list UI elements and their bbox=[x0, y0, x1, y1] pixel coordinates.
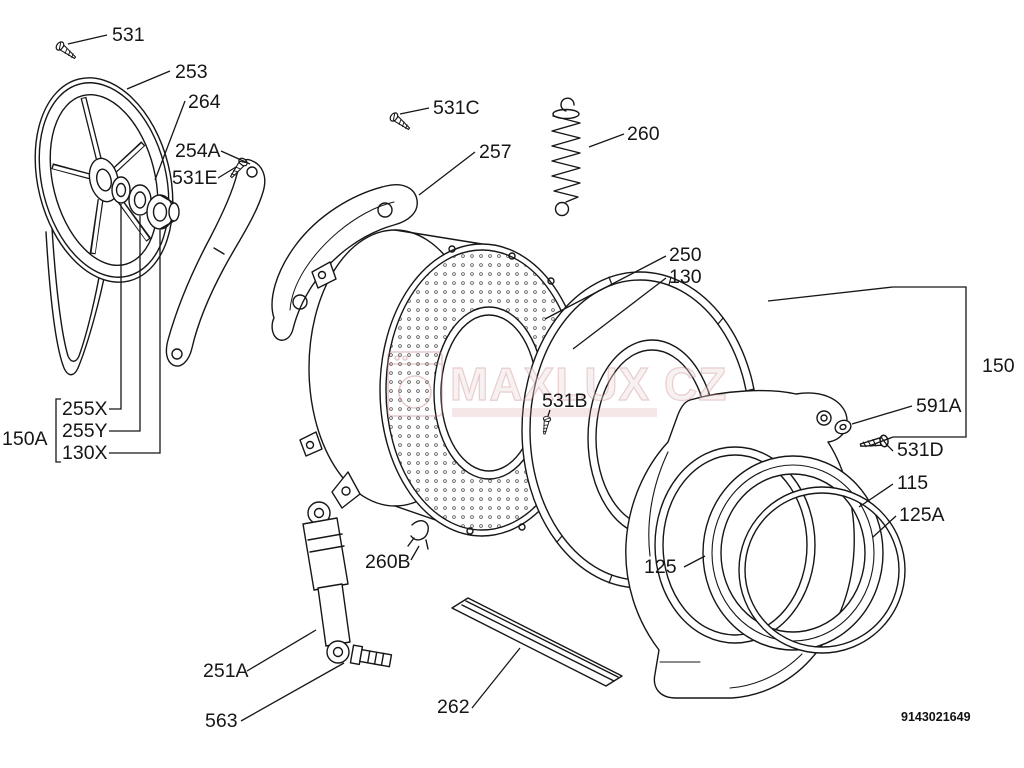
spring-260-drawing bbox=[551, 97, 581, 217]
part-label-257: 257 bbox=[479, 141, 512, 163]
part-label-531b: 531B bbox=[542, 390, 588, 412]
part-label-250: 250 bbox=[669, 244, 702, 266]
part-label-531d: 531D bbox=[897, 439, 944, 461]
rail-262-drawing bbox=[451, 597, 623, 687]
part-label-254a: 254A bbox=[175, 140, 221, 162]
belt-drawing bbox=[45, 227, 107, 376]
part-label-260: 260 bbox=[627, 123, 660, 145]
pulley-253-drawing bbox=[34, 77, 174, 283]
washer-591a-drawing bbox=[834, 419, 852, 435]
part-label-260b: 260B bbox=[365, 551, 411, 573]
part-label-253: 253 bbox=[175, 61, 208, 83]
part-label-150: 150 bbox=[982, 355, 1015, 377]
bolt-563-drawing bbox=[349, 644, 393, 668]
watermark: MAXLUX CZ bbox=[387, 351, 727, 417]
tub-rear-drawing bbox=[299, 229, 585, 537]
part-label-255x: 255X bbox=[62, 398, 108, 420]
part-label-531e: 531E bbox=[172, 167, 218, 189]
document-number: 9143021649 bbox=[901, 710, 971, 724]
bracket-150-line bbox=[767, 286, 967, 447]
leader-lines bbox=[55, 34, 967, 722]
bracket-254a-drawing bbox=[165, 158, 266, 367]
screw-531-icon bbox=[53, 39, 79, 63]
part-label-251a: 251A bbox=[203, 660, 249, 682]
shock-absorber-251a-drawing bbox=[302, 501, 351, 664]
part-label-255y: 255Y bbox=[62, 420, 108, 442]
watermark-subline bbox=[452, 408, 657, 417]
part-label-150a: 150A bbox=[2, 428, 48, 450]
part-label-125: 125 bbox=[644, 556, 677, 578]
drum-250-drawing bbox=[379, 243, 585, 537]
part-label-264: 264 bbox=[188, 91, 221, 113]
part-label-115: 115 bbox=[897, 472, 928, 494]
watermark-text: MAXLUX CZ bbox=[450, 358, 727, 410]
part-label-130: 130 bbox=[669, 266, 702, 288]
part-labels: 531 253 264 254A 531E 531C 257 260 250 1… bbox=[2, 24, 1015, 732]
drum-rim-bolts bbox=[448, 245, 580, 535]
clip-260b-drawing bbox=[407, 520, 429, 550]
screw-531d-icon bbox=[858, 433, 890, 452]
part-label-563: 563 bbox=[205, 710, 238, 732]
part-label-130x: 130X bbox=[62, 442, 108, 464]
part-label-531c: 531C bbox=[433, 97, 480, 119]
part-label-125a: 125A bbox=[899, 504, 945, 526]
watermark-logo-icon bbox=[387, 351, 443, 417]
counterweight-257-drawing bbox=[271, 184, 418, 341]
part-label-531: 531 bbox=[112, 24, 145, 46]
part-label-262: 262 bbox=[437, 696, 470, 718]
bearing-264-drawing bbox=[111, 176, 180, 230]
part-label-591a: 591A bbox=[916, 395, 962, 417]
bracket-150a-line bbox=[55, 204, 161, 463]
